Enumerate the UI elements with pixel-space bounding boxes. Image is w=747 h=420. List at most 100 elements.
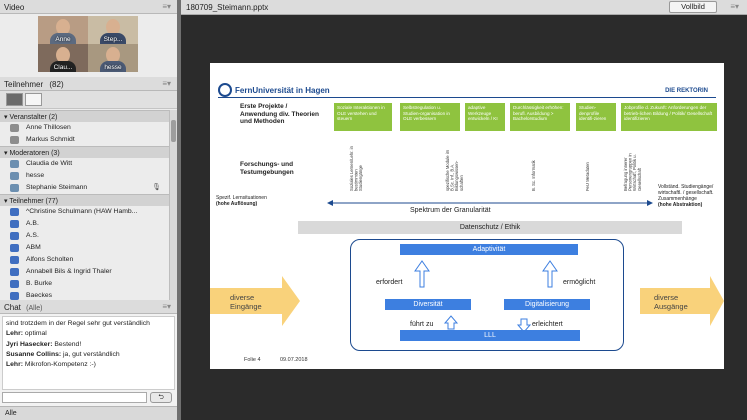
ermoeglicht-label: ermöglicht bbox=[563, 279, 596, 286]
chat-message: Lehr: Mikrofon-Kompetenz :-) bbox=[6, 361, 96, 369]
right-arrow-label: diverse Ausgänge bbox=[654, 293, 688, 311]
presentation-slide: FernUniversität in Hagen DIE REKTORIN Er… bbox=[210, 63, 724, 369]
list-item[interactable]: Claudia de Witt bbox=[0, 158, 169, 170]
video-tile[interactable]: Anne bbox=[38, 16, 88, 47]
user-icon bbox=[10, 256, 19, 264]
list-item[interactable]: Alfons Scholten bbox=[0, 254, 169, 266]
diversitaet-bar: Diversität bbox=[385, 299, 471, 310]
participants-toolbar bbox=[0, 91, 177, 109]
list-item[interactable]: hesse bbox=[0, 170, 169, 182]
digitalisierung-bar: Digitalisierung bbox=[504, 299, 590, 310]
send-button[interactable]: ⮌ bbox=[150, 392, 172, 403]
video-tile[interactable]: hesse bbox=[88, 44, 138, 72]
list-item[interactable]: A.S. bbox=[0, 230, 169, 242]
person-figure bbox=[106, 19, 120, 35]
participants-scrollbar[interactable] bbox=[169, 110, 177, 300]
green-box: Studien-denprofile identifi-zieren bbox=[576, 103, 616, 131]
chat-pod: Chat (Alle) ≡▾ sind trotzdem in der Rege… bbox=[0, 300, 177, 420]
user-icon bbox=[10, 268, 19, 276]
participant-name: Annabell Bils & Ingrid Thaler bbox=[26, 268, 112, 275]
pod-menu-icon[interactable]: ≡▾ bbox=[162, 79, 171, 88]
host-icon bbox=[10, 136, 19, 144]
person-figure bbox=[50, 33, 76, 47]
person-figure bbox=[50, 61, 76, 72]
university-logo-icon bbox=[218, 83, 232, 97]
green-box: Soziale Interaktionen in OLE verstehen u… bbox=[334, 103, 392, 131]
chat-input[interactable] bbox=[2, 392, 147, 403]
list-item[interactable]: Baeckes bbox=[0, 290, 169, 300]
row-label: Forschungs- und Testumgebungen bbox=[240, 161, 294, 176]
attendee-status-icon[interactable] bbox=[25, 93, 42, 106]
participant-name: ^Christine Schulmann (HAW Hamb... bbox=[26, 208, 138, 215]
slide-header-label: DIE REKTORIN bbox=[665, 88, 708, 94]
chat-header: Chat (Alle) ≡▾ bbox=[0, 300, 177, 314]
list-item[interactable]: Markus Schmidt bbox=[0, 134, 169, 146]
participant-name: Anne Thillosen bbox=[26, 124, 71, 131]
video-pod-header: Video ≡▾ bbox=[0, 0, 177, 14]
host-icon bbox=[10, 124, 19, 132]
erfordert-label: erfordert bbox=[376, 279, 403, 286]
chat-message: Susanne Collins: ja, gut verständlich bbox=[6, 350, 120, 358]
pod-menu-icon[interactable]: ≡▾ bbox=[730, 2, 739, 11]
participants-title: Teilnehmer bbox=[4, 80, 44, 89]
left-arrow-label: diverse Eingänge bbox=[230, 293, 262, 311]
group-label: Teilnehmer (77) bbox=[9, 198, 58, 205]
left-caption: Spezif. Lernsituationen(hohe Auflösung) bbox=[216, 195, 267, 207]
list-item[interactable]: A.B. bbox=[0, 218, 169, 230]
user-icon bbox=[10, 244, 19, 252]
spectrum-label: Spektrum der Granularität bbox=[410, 207, 491, 214]
pod-menu-icon[interactable]: ≡▾ bbox=[162, 302, 171, 311]
video-tile[interactable]: Step... bbox=[88, 16, 138, 47]
recipient-label: Alle bbox=[5, 410, 17, 417]
list-item[interactable]: B. Burke bbox=[0, 278, 169, 290]
presenter-icon bbox=[10, 172, 19, 180]
share-pod: 180709_Steimann.pptx Vollbild ≡▾ FernUni… bbox=[181, 0, 747, 420]
video-tile-name: Step... bbox=[103, 36, 123, 43]
presenter-icon bbox=[10, 160, 19, 168]
list-item[interactable]: ^Christine Schulmann (HAW Hamb... bbox=[0, 206, 169, 218]
panel-divider[interactable] bbox=[177, 0, 181, 420]
central-frame bbox=[350, 239, 624, 351]
list-item[interactable]: Annabell Bils & Ingrid Thaler bbox=[0, 266, 169, 278]
person-figure bbox=[56, 47, 70, 63]
slide-number: Folie 4 bbox=[244, 357, 261, 363]
group-header[interactable]: ▾ Teilnehmer (77) bbox=[0, 194, 169, 206]
participants-pod: Teilnehmer (82) ≡▾ ▾ Veranstalter (2) An… bbox=[0, 77, 177, 300]
datenschutz-bar: Datenschutz / Ethik bbox=[298, 221, 682, 234]
user-icon bbox=[10, 208, 19, 216]
chat-message: Jyri Hasecker: Bestend! bbox=[6, 340, 82, 348]
participant-name: Stephanie Steimann bbox=[26, 184, 88, 191]
user-icon bbox=[10, 232, 19, 240]
green-box: Selbstregulation u. Studien-organisation… bbox=[400, 103, 460, 131]
pod-menu-icon[interactable]: ≡▾ bbox=[162, 2, 171, 11]
list-item[interactable]: Anne Thillosen bbox=[0, 122, 169, 134]
participant-name: hesse bbox=[26, 172, 45, 179]
right-caption: Vollständ. Studiengänge/ wirtschaftl. / … bbox=[658, 184, 714, 208]
list-view-icon[interactable] bbox=[6, 93, 23, 106]
group-header[interactable]: ▾ Veranstalter (2) bbox=[0, 110, 169, 122]
video-tile[interactable]: Clau... bbox=[38, 44, 88, 72]
fullscreen-button[interactable]: Vollbild bbox=[669, 1, 717, 13]
person-figure bbox=[106, 47, 120, 63]
group-label: Moderatoren (3) bbox=[9, 150, 60, 157]
green-box: Jobprofile d. Zukunft: Anforderungen der… bbox=[621, 103, 717, 131]
video-tile-name: Clau... bbox=[53, 64, 73, 71]
green-box: Durchlässigkeit erhöhen: berufl. Ausbild… bbox=[510, 103, 570, 131]
participant-name: B. Burke bbox=[26, 280, 53, 287]
group-header[interactable]: ▾ Moderatoren (3) bbox=[0, 146, 169, 158]
user-icon bbox=[10, 280, 19, 288]
person-figure bbox=[56, 19, 70, 35]
left-panel: Video ≡▾ Anne Step... Clau... h bbox=[0, 0, 177, 420]
participant-name: ABM bbox=[26, 244, 41, 251]
scrollbar-thumb[interactable] bbox=[171, 120, 176, 142]
participants-header: Teilnehmer (82) ≡▾ bbox=[0, 77, 177, 91]
participants-count: (82) bbox=[49, 80, 64, 89]
list-item[interactable]: ABM bbox=[0, 242, 169, 254]
list-item[interactable]: Stephanie Steimann 🎙 bbox=[0, 182, 169, 194]
video-pod: Video ≡▾ Anne Step... Clau... h bbox=[0, 0, 177, 77]
chat-messages: sind trotzdem in der Regel sehr gut vers… bbox=[2, 316, 175, 390]
microphone-icon: 🎙 bbox=[152, 184, 161, 191]
video-pod-title: Video bbox=[4, 3, 25, 12]
chat-recipient-selector[interactable]: Alle bbox=[0, 406, 177, 420]
university-name: FernUniversität in Hagen bbox=[235, 86, 330, 95]
